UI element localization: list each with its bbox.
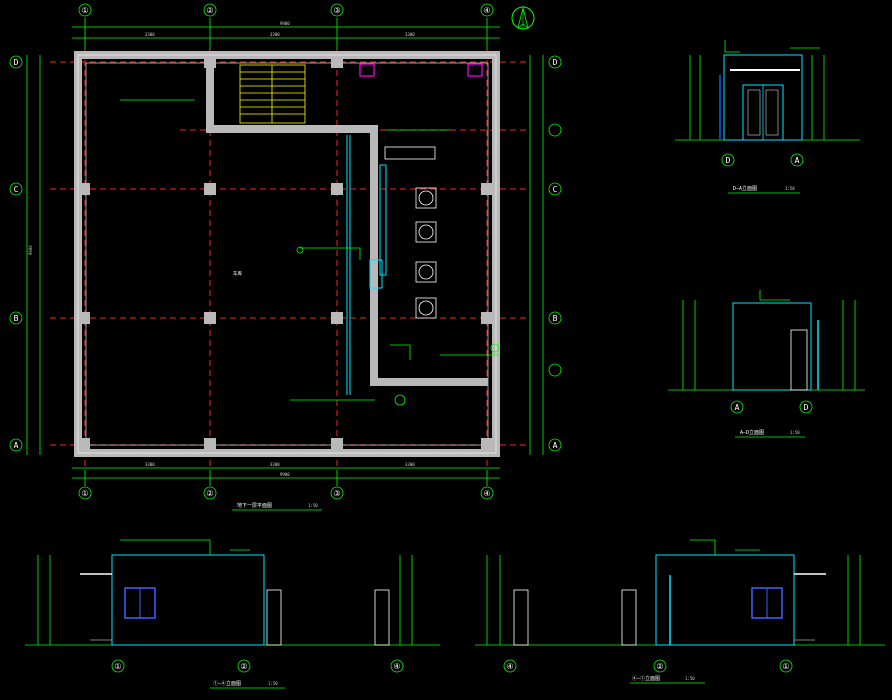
elevation-top-right: D A D—A立面图 1:50 bbox=[675, 40, 860, 194]
elev-top-axis-d: D bbox=[726, 156, 731, 165]
elev-bl-axis-4: ④ bbox=[393, 662, 400, 671]
elev-mid-scale: 1:50 bbox=[790, 430, 800, 435]
elev-top-scale: 1:50 bbox=[785, 186, 795, 191]
plan-title: 地下一层平面图 bbox=[237, 502, 272, 509]
elevation-mid-right: A D A—D立面图 1:50 bbox=[668, 290, 865, 438]
elev-bl-axis-2: ② bbox=[240, 662, 247, 671]
dim-bay-bottom-1: 3300 bbox=[145, 462, 155, 467]
north-arrow-icon bbox=[511, 6, 535, 30]
axis-bottom-2: ② bbox=[206, 489, 213, 498]
axis-right-c: C bbox=[553, 185, 558, 194]
axis-right-a: A bbox=[553, 441, 558, 450]
room-label: 车库 bbox=[233, 270, 242, 277]
elev-br-scale: 1:50 bbox=[685, 676, 695, 681]
equipment-group bbox=[384, 146, 437, 319]
axis-left-a: A bbox=[14, 441, 19, 450]
elev-mid-axis-a: A bbox=[735, 403, 740, 412]
dim-bay-bottom-2: 3300 bbox=[270, 462, 280, 467]
axis-right-d: D bbox=[553, 58, 558, 67]
dim-bay-top-1: 3300 bbox=[145, 32, 155, 37]
dim-bay-top-3: 3300 bbox=[405, 32, 415, 37]
dim-bay-bottom-3: 3300 bbox=[405, 462, 415, 467]
elev-br-axis-4: ④ bbox=[506, 662, 513, 671]
axis-bottom-4: ④ bbox=[483, 489, 490, 498]
elev-mid-axis-d: D bbox=[804, 403, 809, 412]
axis-bottom-1: ① bbox=[81, 489, 88, 498]
elev-bl-axis-1: ① bbox=[114, 662, 121, 671]
axis-top-2: ② bbox=[206, 6, 213, 15]
axis-top-3: ③ bbox=[333, 6, 340, 15]
floor-plan: 9900 3300 3300 3300 ① ② ③ ④ 9900 D C B A bbox=[9, 3, 562, 511]
axis-top-4: ④ bbox=[483, 6, 490, 15]
axis-left-b: B bbox=[14, 314, 19, 323]
elev-br-axis-1: ① bbox=[782, 662, 789, 671]
elev-mid-title: A—D立面图 bbox=[740, 429, 764, 436]
dim-total-left: 9900 bbox=[28, 245, 33, 255]
elevation-bottom-right: ④ ② ① ④—①立面图 1:50 bbox=[475, 539, 885, 684]
axis-right-b: B bbox=[553, 314, 558, 323]
axis-top-1: ① bbox=[81, 6, 88, 15]
elev-bl-scale: 1:50 bbox=[268, 681, 278, 686]
axis-bottom-3: ③ bbox=[333, 489, 340, 498]
elev-top-title: D—A立面图 bbox=[733, 185, 757, 192]
elevation-bottom-left: ① ② ④ ①—④立面图 1:50 bbox=[25, 539, 440, 689]
plan-scale: 1:50 bbox=[308, 503, 318, 508]
dim-total-top: 9900 bbox=[280, 21, 290, 26]
axis-left-c: C bbox=[14, 185, 19, 194]
elev-br-axis-2: ② bbox=[656, 662, 663, 671]
elev-top-axis-a: A bbox=[795, 156, 800, 165]
dim-bay-top-2: 3300 bbox=[270, 32, 280, 37]
elev-bl-title: ①—④立面图 bbox=[213, 680, 241, 687]
elev-br-title: ④—①立面图 bbox=[632, 675, 660, 682]
axis-left-d: D bbox=[14, 58, 19, 67]
staircase bbox=[239, 64, 306, 124]
dim-total-bottom: 9900 bbox=[280, 472, 290, 477]
